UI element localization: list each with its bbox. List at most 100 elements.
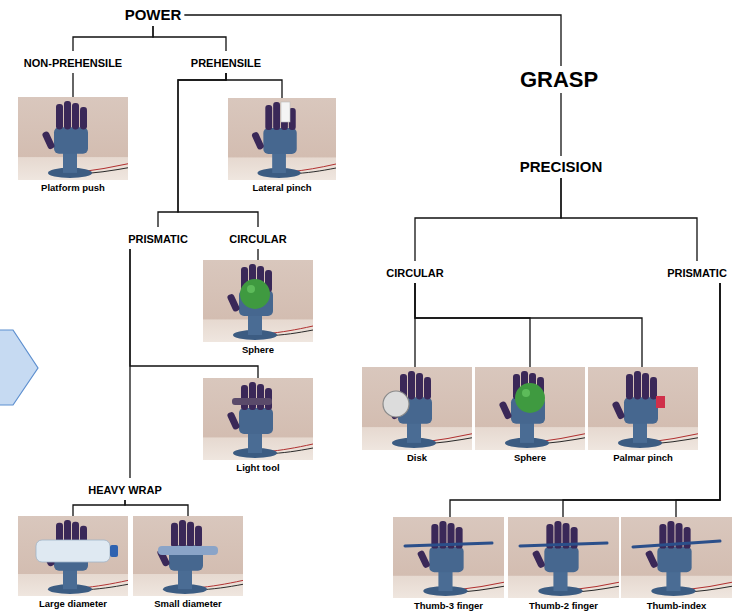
hand-photo	[621, 517, 732, 598]
tree-connector	[129, 249, 130, 478]
category-text: CIRCULAR	[386, 268, 443, 280]
hand-photo	[18, 97, 128, 180]
grasp-photo: Small diameter	[133, 516, 243, 609]
hand-photo	[393, 517, 504, 598]
photo-area	[203, 378, 313, 460]
small-cylinder	[158, 546, 218, 555]
tree-connector	[415, 178, 561, 261]
hand-photo	[18, 516, 128, 596]
photo-caption: Thumb-2 finger	[508, 600, 619, 611]
photo-area	[18, 516, 128, 596]
tree-connector	[450, 283, 720, 517]
photo-area	[362, 367, 472, 450]
photo-caption: Sphere	[475, 452, 585, 463]
photo-caption: Lateral pinch	[228, 182, 336, 193]
category-label: CIRCULAR	[229, 229, 286, 247]
tree-connector	[73, 26, 153, 51]
photo-area	[393, 517, 504, 598]
category-text: GRASP	[520, 68, 598, 91]
tree-connector	[561, 178, 697, 261]
category-label: PRECISION	[520, 158, 603, 176]
pen	[520, 543, 607, 546]
grasp-photo: Large diameter	[18, 516, 128, 609]
hand-photo	[203, 260, 313, 342]
hand-photo	[228, 98, 336, 180]
photo-caption: Disk	[362, 452, 472, 463]
photo-caption: Large diameter	[18, 598, 128, 609]
photo-area	[508, 517, 619, 598]
photo-area	[203, 260, 313, 342]
category-label: PREHENSILE	[191, 53, 261, 71]
bottle	[36, 540, 110, 562]
tree-connector	[178, 73, 258, 227]
category-text: PREHENSILE	[191, 58, 261, 70]
category-text: PRISMATIC	[667, 268, 727, 280]
grasp-photo: Platform push	[18, 97, 128, 193]
grasp-photo: Sphere	[203, 260, 313, 355]
photo-caption: Sphere	[203, 344, 313, 355]
hand-photo	[475, 367, 585, 450]
category-label: HEAVY WRAP	[88, 480, 162, 498]
arrow-shape	[0, 330, 38, 405]
green-ball	[515, 383, 545, 413]
tree-connector	[257, 249, 258, 260]
tree-connector	[158, 73, 226, 227]
photo-caption: Thumb-3 finger	[393, 600, 504, 611]
category-text: CIRCULAR	[229, 234, 286, 246]
photo-caption: Thumb-index	[621, 600, 732, 611]
photo-caption: Palmar pinch	[588, 452, 698, 463]
tree-connector	[72, 73, 73, 97]
category-text: PRISMATIC	[128, 234, 188, 246]
tree-connector	[73, 500, 125, 516]
category-text: NON-PREHENSILE	[24, 58, 122, 70]
tree-connector	[125, 500, 188, 516]
tree-connector	[563, 283, 720, 517]
grasp-photo: Lateral pinch	[228, 98, 336, 193]
held-card	[281, 102, 290, 122]
photo-area	[18, 97, 128, 180]
tree-connector	[560, 93, 561, 156]
photo-area	[133, 516, 243, 596]
photo-area	[621, 517, 732, 598]
disk	[383, 391, 409, 417]
grasp-photo: Sphere	[475, 367, 585, 463]
photo-caption: Small diameter	[133, 598, 243, 609]
light-tool	[232, 398, 272, 405]
tree-connector	[130, 249, 258, 378]
hand-photo	[362, 367, 472, 450]
bottle-cap	[110, 545, 118, 557]
category-label: POWER	[125, 6, 182, 24]
green-ball	[240, 279, 270, 309]
photo-area	[475, 367, 585, 450]
hand-photo	[588, 367, 698, 450]
tree-connector	[415, 283, 642, 367]
photo-area	[588, 367, 698, 450]
photo-area	[228, 98, 336, 180]
grasp-photo: Light tool	[203, 378, 313, 473]
ball-highlight	[247, 285, 255, 293]
grasp-photo: Thumb-2 finger	[508, 517, 619, 611]
ball-highlight	[522, 389, 530, 397]
grasp-photo: Palmar pinch	[588, 367, 698, 463]
pen	[405, 543, 492, 546]
hand-photo	[508, 517, 619, 598]
category-label: PRISMATIC	[667, 263, 727, 281]
category-label: GRASP	[520, 68, 598, 91]
category-label: PRISMATIC	[128, 229, 188, 247]
tree-connector	[226, 73, 282, 98]
hand-photo	[203, 378, 313, 460]
category-text: POWER	[125, 7, 182, 23]
grasp-photo: Thumb-3 finger	[393, 517, 504, 611]
category-text: PRECISION	[520, 159, 603, 175]
grasp-photo: Disk	[362, 367, 472, 463]
small-object	[656, 396, 665, 408]
grasp-photo: Thumb-index	[621, 517, 732, 611]
tree-connector	[415, 283, 530, 367]
category-text: HEAVY WRAP	[88, 485, 162, 497]
photo-caption: Light tool	[203, 462, 313, 473]
photo-caption: Platform push	[18, 182, 128, 193]
tree-connector	[676, 283, 720, 517]
